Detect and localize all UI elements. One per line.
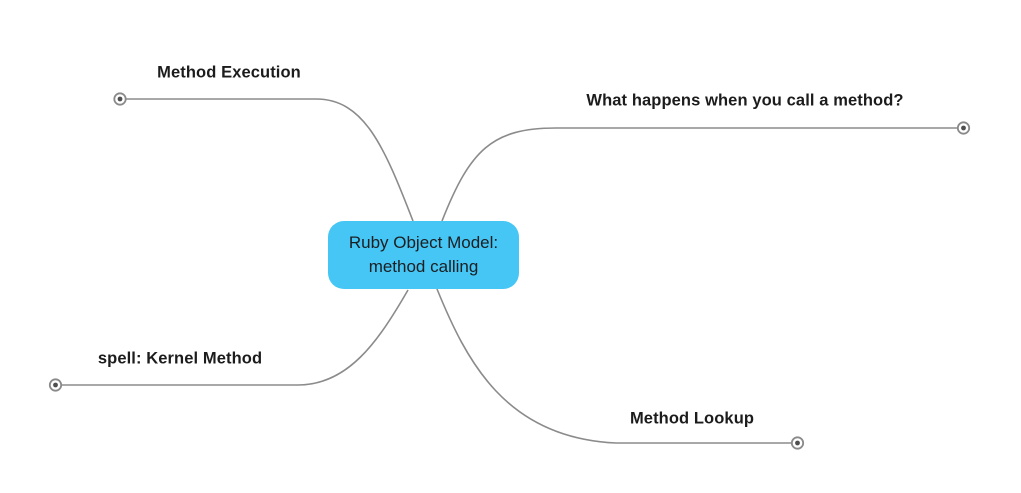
branch-label-method-execution[interactable]: Method Execution — [157, 63, 301, 82]
edge-spell-kernel-method — [62, 289, 409, 386]
endpoint-dot-icon — [53, 382, 58, 388]
branch-label-spell-kernel-method[interactable]: spell: Kernel Method — [97, 349, 263, 368]
root-node[interactable]: Ruby Object Model: method calling — [328, 221, 519, 289]
edge-what-happens — [441, 127, 957, 222]
endpoint-dot-icon — [961, 125, 966, 131]
endpoint-what-happens[interactable] — [956, 121, 971, 135]
endpoint-method-execution[interactable] — [113, 92, 127, 106]
branch-label-what-happens[interactable]: What happens when you call a method? — [586, 91, 904, 110]
endpoint-dot-icon — [795, 440, 800, 446]
branch-label-method-lookup[interactable]: Method Lookup — [629, 409, 755, 428]
endpoint-method-lookup[interactable] — [790, 436, 805, 450]
root-node-label: Ruby Object Model: method calling — [348, 233, 499, 276]
endpoint-spell-kernel-method[interactable] — [48, 378, 63, 392]
edge-method-execution — [126, 98, 414, 222]
edge-method-lookup — [436, 288, 791, 444]
endpoint-dot-icon — [117, 96, 123, 102]
